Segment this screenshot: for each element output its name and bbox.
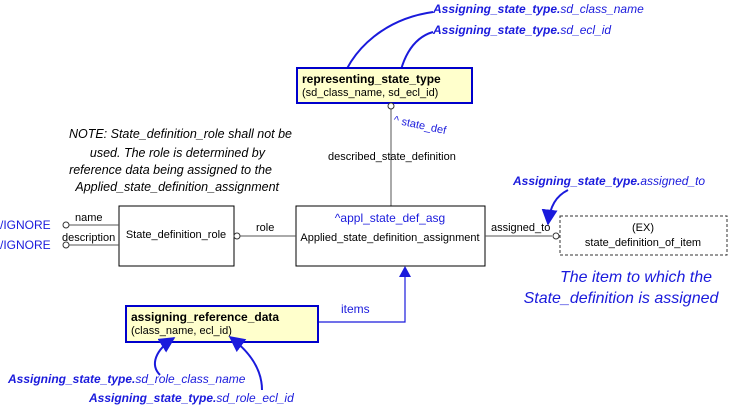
representing-state-type-title: representing_state_type — [302, 72, 441, 86]
assigned-to-end-circle — [552, 232, 560, 240]
note-line-2: used. The role is determined by — [90, 146, 266, 160]
role-label: role — [256, 222, 274, 234]
items-label: items — [341, 302, 370, 316]
applied-assignment-stereotype: ^appl_state_def_asg — [335, 211, 445, 225]
annotation-sd-ecl-id: Assigning_state_type.sd_ecl_id — [432, 23, 611, 37]
ex-state-definition-of-item-box[interactable]: (EX) state_definition_of_item — [559, 215, 728, 256]
annotation-assigned-to: Assigning_state_type.assigned_to — [512, 174, 705, 188]
ignore-label-2: /IGNORE — [0, 238, 51, 252]
items-line — [318, 274, 406, 323]
representing-state-type-attrs: (sd_class_name, sd_ecl_id) — [302, 87, 438, 99]
caption-line-2: State_definition is assigned — [524, 290, 720, 307]
state-def-label: ^ state_def — [392, 114, 448, 137]
ex-name: state_definition_of_item — [585, 237, 701, 249]
note-line-4: Applied_state_definition_assignment — [74, 180, 279, 194]
representing-state-type-box[interactable]: representing_state_type (sd_class_name, … — [296, 67, 473, 104]
note-line-1: NOTE: State_definition_role shall not be — [69, 127, 292, 141]
assigning-reference-data-attrs: (class_name, ecl_id) — [131, 325, 232, 337]
assigning-reference-data-title: assigning_reference_data — [131, 310, 279, 324]
items-arrowhead — [399, 266, 411, 277]
applied-state-definition-assignment-box[interactable]: ^appl_state_def_asg Applied_state_defini… — [295, 205, 486, 267]
described-state-definition-end-circle — [387, 102, 395, 110]
ignore-label-1: /IGNORE — [0, 218, 51, 232]
assigning-reference-data-box[interactable]: assigning_reference_data (class_name, ec… — [125, 305, 319, 343]
annotation-sd-role-ecl-id: Assigning_state_type.sd_role_ecl_id — [88, 391, 294, 405]
name-end-circle — [62, 221, 70, 229]
description-end-circle — [62, 241, 70, 249]
arrow-sd-role-class-name — [154, 337, 176, 376]
state-definition-role-name: State_definition_role — [126, 229, 226, 241]
described-state-definition-label: described_state_definition — [328, 151, 456, 163]
annotation-sd-class-name: Assigning_state_type.sd_class_name — [432, 2, 644, 16]
assigned-to-label: assigned_to — [491, 222, 550, 234]
arrow-sd-role-ecl-id — [228, 336, 263, 391]
annotation-sd-role-class-name: Assigning_state_type.sd_role_class_name — [7, 372, 246, 386]
applied-assignment-name: Applied_state_definition_assignment — [300, 232, 479, 244]
note-line-3: reference data being assigned to the — [69, 163, 272, 177]
caption-line-1: The item to which the — [560, 269, 712, 286]
arrow-assigned-to — [541, 189, 569, 226]
ex-prefix: (EX) — [632, 222, 654, 234]
description-label: description — [62, 232, 115, 244]
name-label: name — [75, 212, 103, 224]
role-end-circle — [233, 232, 241, 240]
state-definition-role-box[interactable]: State_definition_role — [118, 205, 235, 267]
